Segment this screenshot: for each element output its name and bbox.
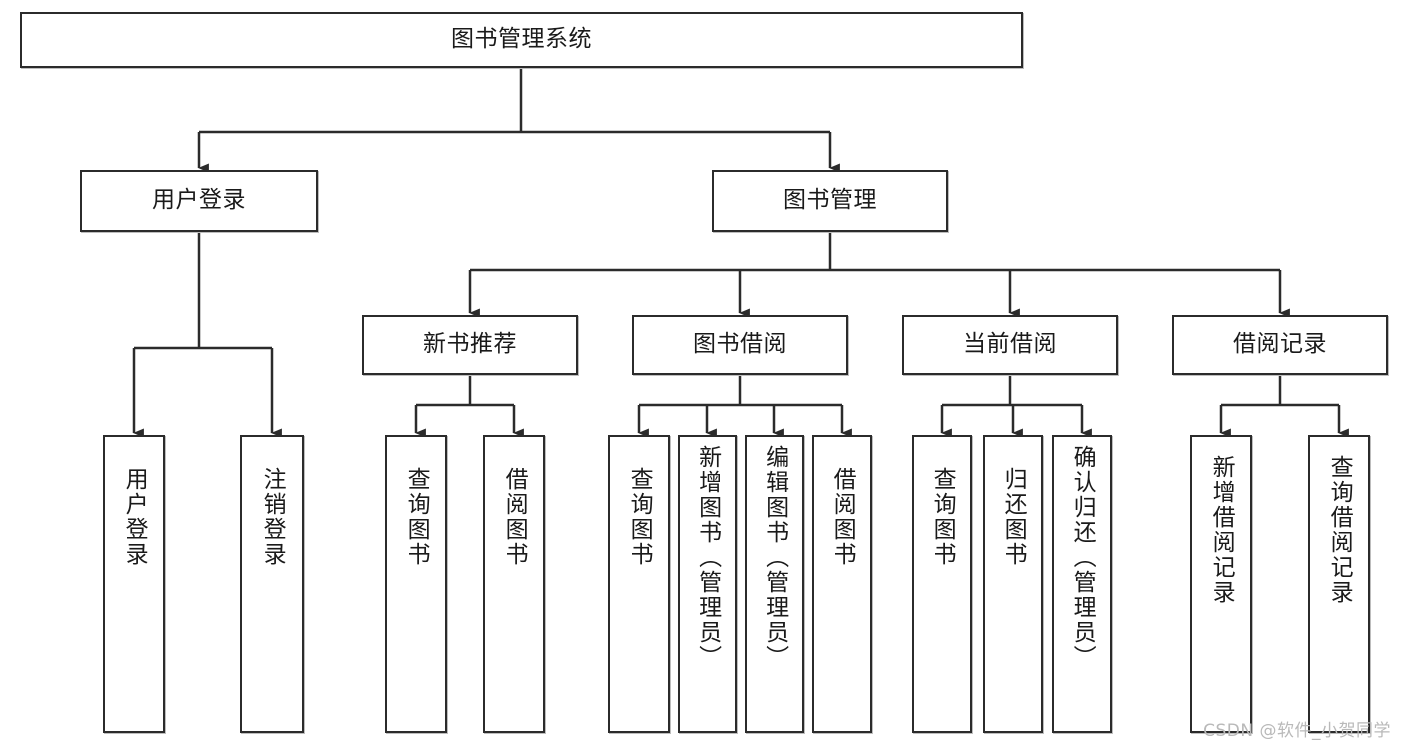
edge-group-new-book-recommend xyxy=(414,375,524,438)
node-borrow-record-label: 借阅记录 xyxy=(1233,331,1327,358)
node-leaf-borrow-book-1[interactable]: 借阅图书 xyxy=(483,435,545,733)
node-book-management-label: 图书管理 xyxy=(783,187,877,214)
node-leaf-add-record-label: 新增借阅记录 xyxy=(1208,455,1235,605)
node-root-label: 图书管理系统 xyxy=(451,26,592,53)
node-leaf-borrow-book-1-label: 借阅图书 xyxy=(501,467,528,567)
node-leaf-add-book-label: 新增图书（管理员） xyxy=(694,445,721,670)
edge-group-current-borrow xyxy=(940,375,1092,438)
node-leaf-edit-book-label: 编辑图书（管理员） xyxy=(761,445,788,670)
node-borrow-record[interactable]: 借阅记录 xyxy=(1172,315,1388,375)
node-leaf-confirm-return[interactable]: 确认归还（管理员） xyxy=(1052,435,1112,733)
node-book-management[interactable]: 图书管理 xyxy=(712,170,948,232)
node-leaf-add-book[interactable]: 新增图书（管理员） xyxy=(678,435,737,733)
edge-group-book-management xyxy=(468,232,1290,318)
node-leaf-user-login-label: 用户登录 xyxy=(121,467,148,567)
node-leaf-query-book-1-label: 查询图书 xyxy=(403,467,430,567)
node-current-borrow-label: 当前借阅 xyxy=(963,331,1057,358)
node-leaf-borrow-book-2[interactable]: 借阅图书 xyxy=(812,435,872,733)
node-leaf-return-book-label: 归还图书 xyxy=(1000,467,1027,567)
node-leaf-confirm-return-label: 确认归还（管理员） xyxy=(1069,445,1096,670)
node-leaf-edit-book[interactable]: 编辑图书（管理员） xyxy=(745,435,804,733)
node-root[interactable]: 图书管理系统 xyxy=(20,12,1023,68)
node-leaf-user-login[interactable]: 用户登录 xyxy=(103,435,165,733)
node-leaf-query-book-3-label: 查询图书 xyxy=(929,467,956,567)
node-leaf-query-book-3[interactable]: 查询图书 xyxy=(912,435,972,733)
node-new-book-recommend-label: 新书推荐 xyxy=(423,331,517,358)
edge-group-root xyxy=(197,68,840,173)
edge-group-borrow-record xyxy=(1219,375,1349,438)
node-leaf-query-book-2[interactable]: 查询图书 xyxy=(608,435,670,733)
node-user-login[interactable]: 用户登录 xyxy=(80,170,318,232)
node-leaf-query-record-label: 查询借阅记录 xyxy=(1326,455,1353,605)
edge-group-book-borrow xyxy=(637,375,852,438)
node-leaf-add-record[interactable]: 新增借阅记录 xyxy=(1190,435,1252,733)
node-leaf-logout-label: 注销登录 xyxy=(259,467,286,567)
node-leaf-query-book-1[interactable]: 查询图书 xyxy=(385,435,447,733)
node-book-borrow-label: 图书借阅 xyxy=(693,331,787,358)
node-leaf-query-record[interactable]: 查询借阅记录 xyxy=(1308,435,1370,733)
node-new-book-recommend[interactable]: 新书推荐 xyxy=(362,315,578,375)
node-leaf-return-book[interactable]: 归还图书 xyxy=(983,435,1043,733)
node-current-borrow[interactable]: 当前借阅 xyxy=(902,315,1118,375)
node-leaf-query-book-2-label: 查询图书 xyxy=(626,467,653,567)
edge-group-user-login xyxy=(132,232,282,438)
node-user-login-label: 用户登录 xyxy=(152,187,246,214)
node-leaf-borrow-book-2-label: 借阅图书 xyxy=(829,467,856,567)
node-leaf-logout[interactable]: 注销登录 xyxy=(240,435,304,733)
node-book-borrow[interactable]: 图书借阅 xyxy=(632,315,848,375)
